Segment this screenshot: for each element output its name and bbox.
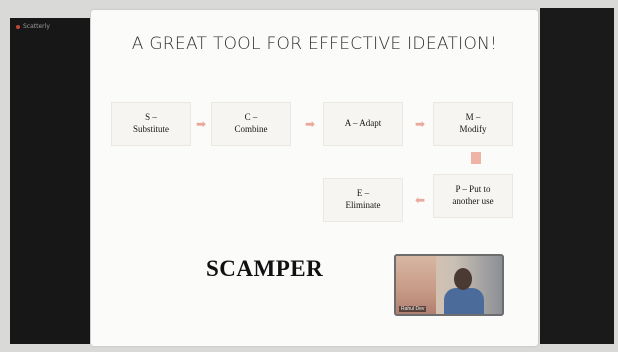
step-label-line2: another use xyxy=(452,196,494,206)
arrow-left-icon: ⬅ xyxy=(414,193,426,207)
participant-head xyxy=(454,268,472,290)
step-box-eliminate: E – Eliminate xyxy=(323,178,403,222)
arrow-right-icon: ➡ xyxy=(414,117,426,131)
step-label-line1: A – Adapt xyxy=(344,118,382,129)
step-label-line1: C – xyxy=(244,112,258,123)
arrow-down-icon xyxy=(471,152,481,164)
left-panel-label-text: Scatterly xyxy=(23,23,50,30)
presentation-slide: A GREAT TOOL FOR EFFECTIVE IDEATION! S –… xyxy=(91,10,538,346)
video-background-curtain xyxy=(396,256,436,314)
left-panel-label: Scatterly xyxy=(16,23,50,30)
arrow-right-icon: ➡ xyxy=(195,117,207,131)
step-box-substitute: S – Substitute xyxy=(111,102,191,146)
participant-video-thumbnail[interactable]: Rahul Dev xyxy=(394,254,504,316)
step-label-line1: S – xyxy=(145,112,157,123)
participant-body xyxy=(444,288,484,314)
left-video-panel: Scatterly xyxy=(10,18,90,344)
step-box-put-to-another-use: P – Put to another use xyxy=(433,174,513,218)
step-label-line2: Substitute xyxy=(132,124,169,134)
record-dot-icon xyxy=(16,24,20,29)
right-video-panel xyxy=(540,8,614,344)
step-label-line2: Combine xyxy=(234,124,268,134)
arrow-right-icon: ➡ xyxy=(304,117,316,131)
slide-title: A GREAT TOOL FOR EFFECTIVE IDEATION! xyxy=(131,34,498,54)
step-box-modify: M – Modify xyxy=(433,102,513,146)
step-label-line2: Eliminate xyxy=(345,200,381,210)
step-label-line1: M – xyxy=(465,112,481,123)
step-label-line2: Modify xyxy=(459,124,487,134)
step-label-line1: P – Put to xyxy=(455,184,491,195)
scamper-heading: SCAMPER xyxy=(206,256,324,281)
step-box-adapt: A – Adapt xyxy=(323,102,403,146)
participant-name-label: Rahul Dev xyxy=(399,306,427,312)
step-label-line1: E – xyxy=(356,188,370,199)
step-box-combine: C – Combine xyxy=(211,102,291,146)
